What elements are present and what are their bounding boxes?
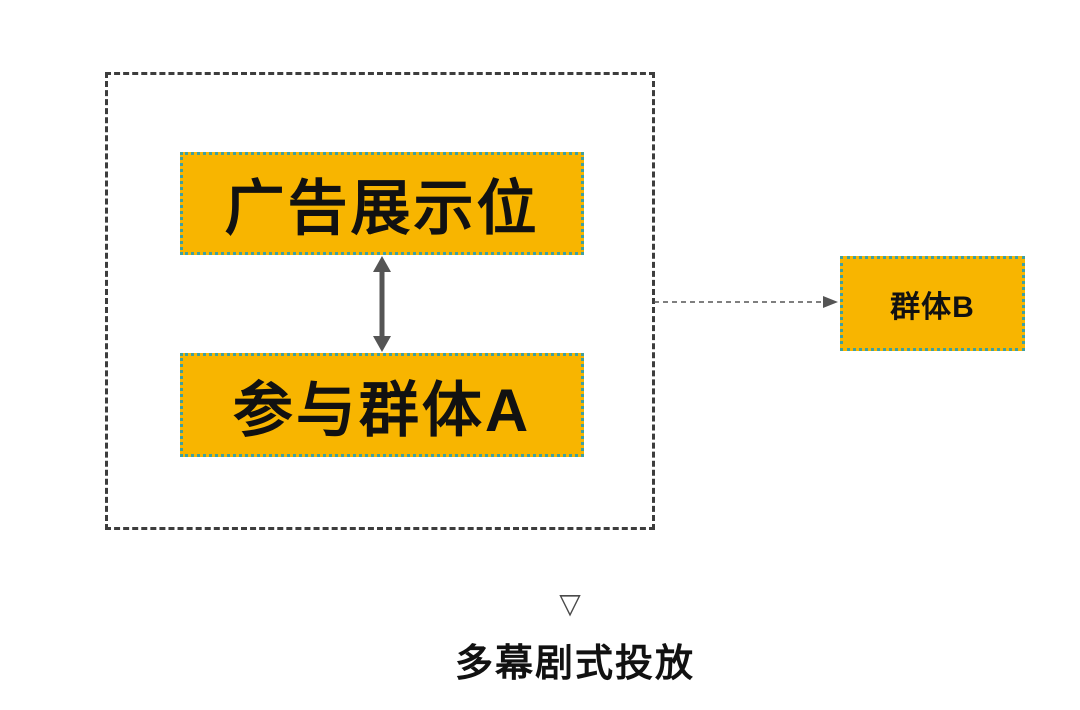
group-b-box: 群体B (840, 256, 1025, 351)
group-a-box: 参与群体A (180, 353, 584, 457)
bidirectional-arrow-icon (373, 256, 391, 352)
campaign-frame (105, 72, 655, 530)
triangle-down-icon: ▽ (559, 587, 581, 620)
group-a-label: 参与群体A (232, 376, 532, 444)
caption-title: 多幕剧式投放 (454, 643, 696, 685)
ad-slot-label: 广告展示位 (224, 175, 540, 242)
group-b-label: 群体B (890, 290, 975, 324)
dashed-arrow-icon (654, 296, 838, 308)
ad-slot-box: 广告展示位 (180, 152, 584, 255)
